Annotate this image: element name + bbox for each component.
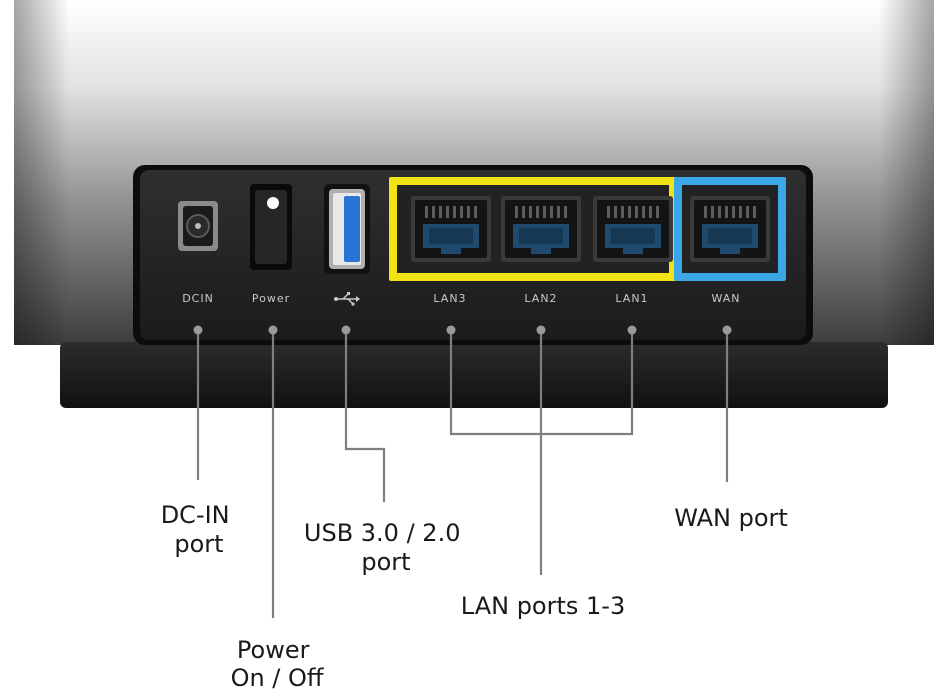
lan1-port [593,196,673,262]
wan-port [690,196,770,262]
leader-dots [193,325,732,335]
router-base [60,342,888,408]
callout-usb: USB 3.0 / 2.0 port [304,519,468,576]
callout-lan: LAN ports 1-3 [461,592,625,620]
callout-power: Power On / Off [231,636,324,692]
usb-symbol-icon [334,292,360,306]
lan3-port [411,196,491,262]
label-power: Power [252,292,290,305]
label-lan2: LAN2 [524,292,557,305]
callout-wan: WAN port [674,504,788,532]
power-button [250,184,292,270]
label-wan: WAN [711,292,740,305]
callout-dcin: DC-IN port [161,501,238,558]
lan2-port [501,196,581,262]
label-dcin: DCIN [182,292,214,305]
label-lan1: LAN1 [615,292,648,305]
leader-lines [196,330,729,618]
usb-port [324,184,370,274]
rj45-ports [411,196,770,262]
usb-blue-insert [344,196,360,262]
leader-usb [344,330,386,502]
label-lan3: LAN3 [433,292,466,305]
dcin-jack [178,201,218,251]
